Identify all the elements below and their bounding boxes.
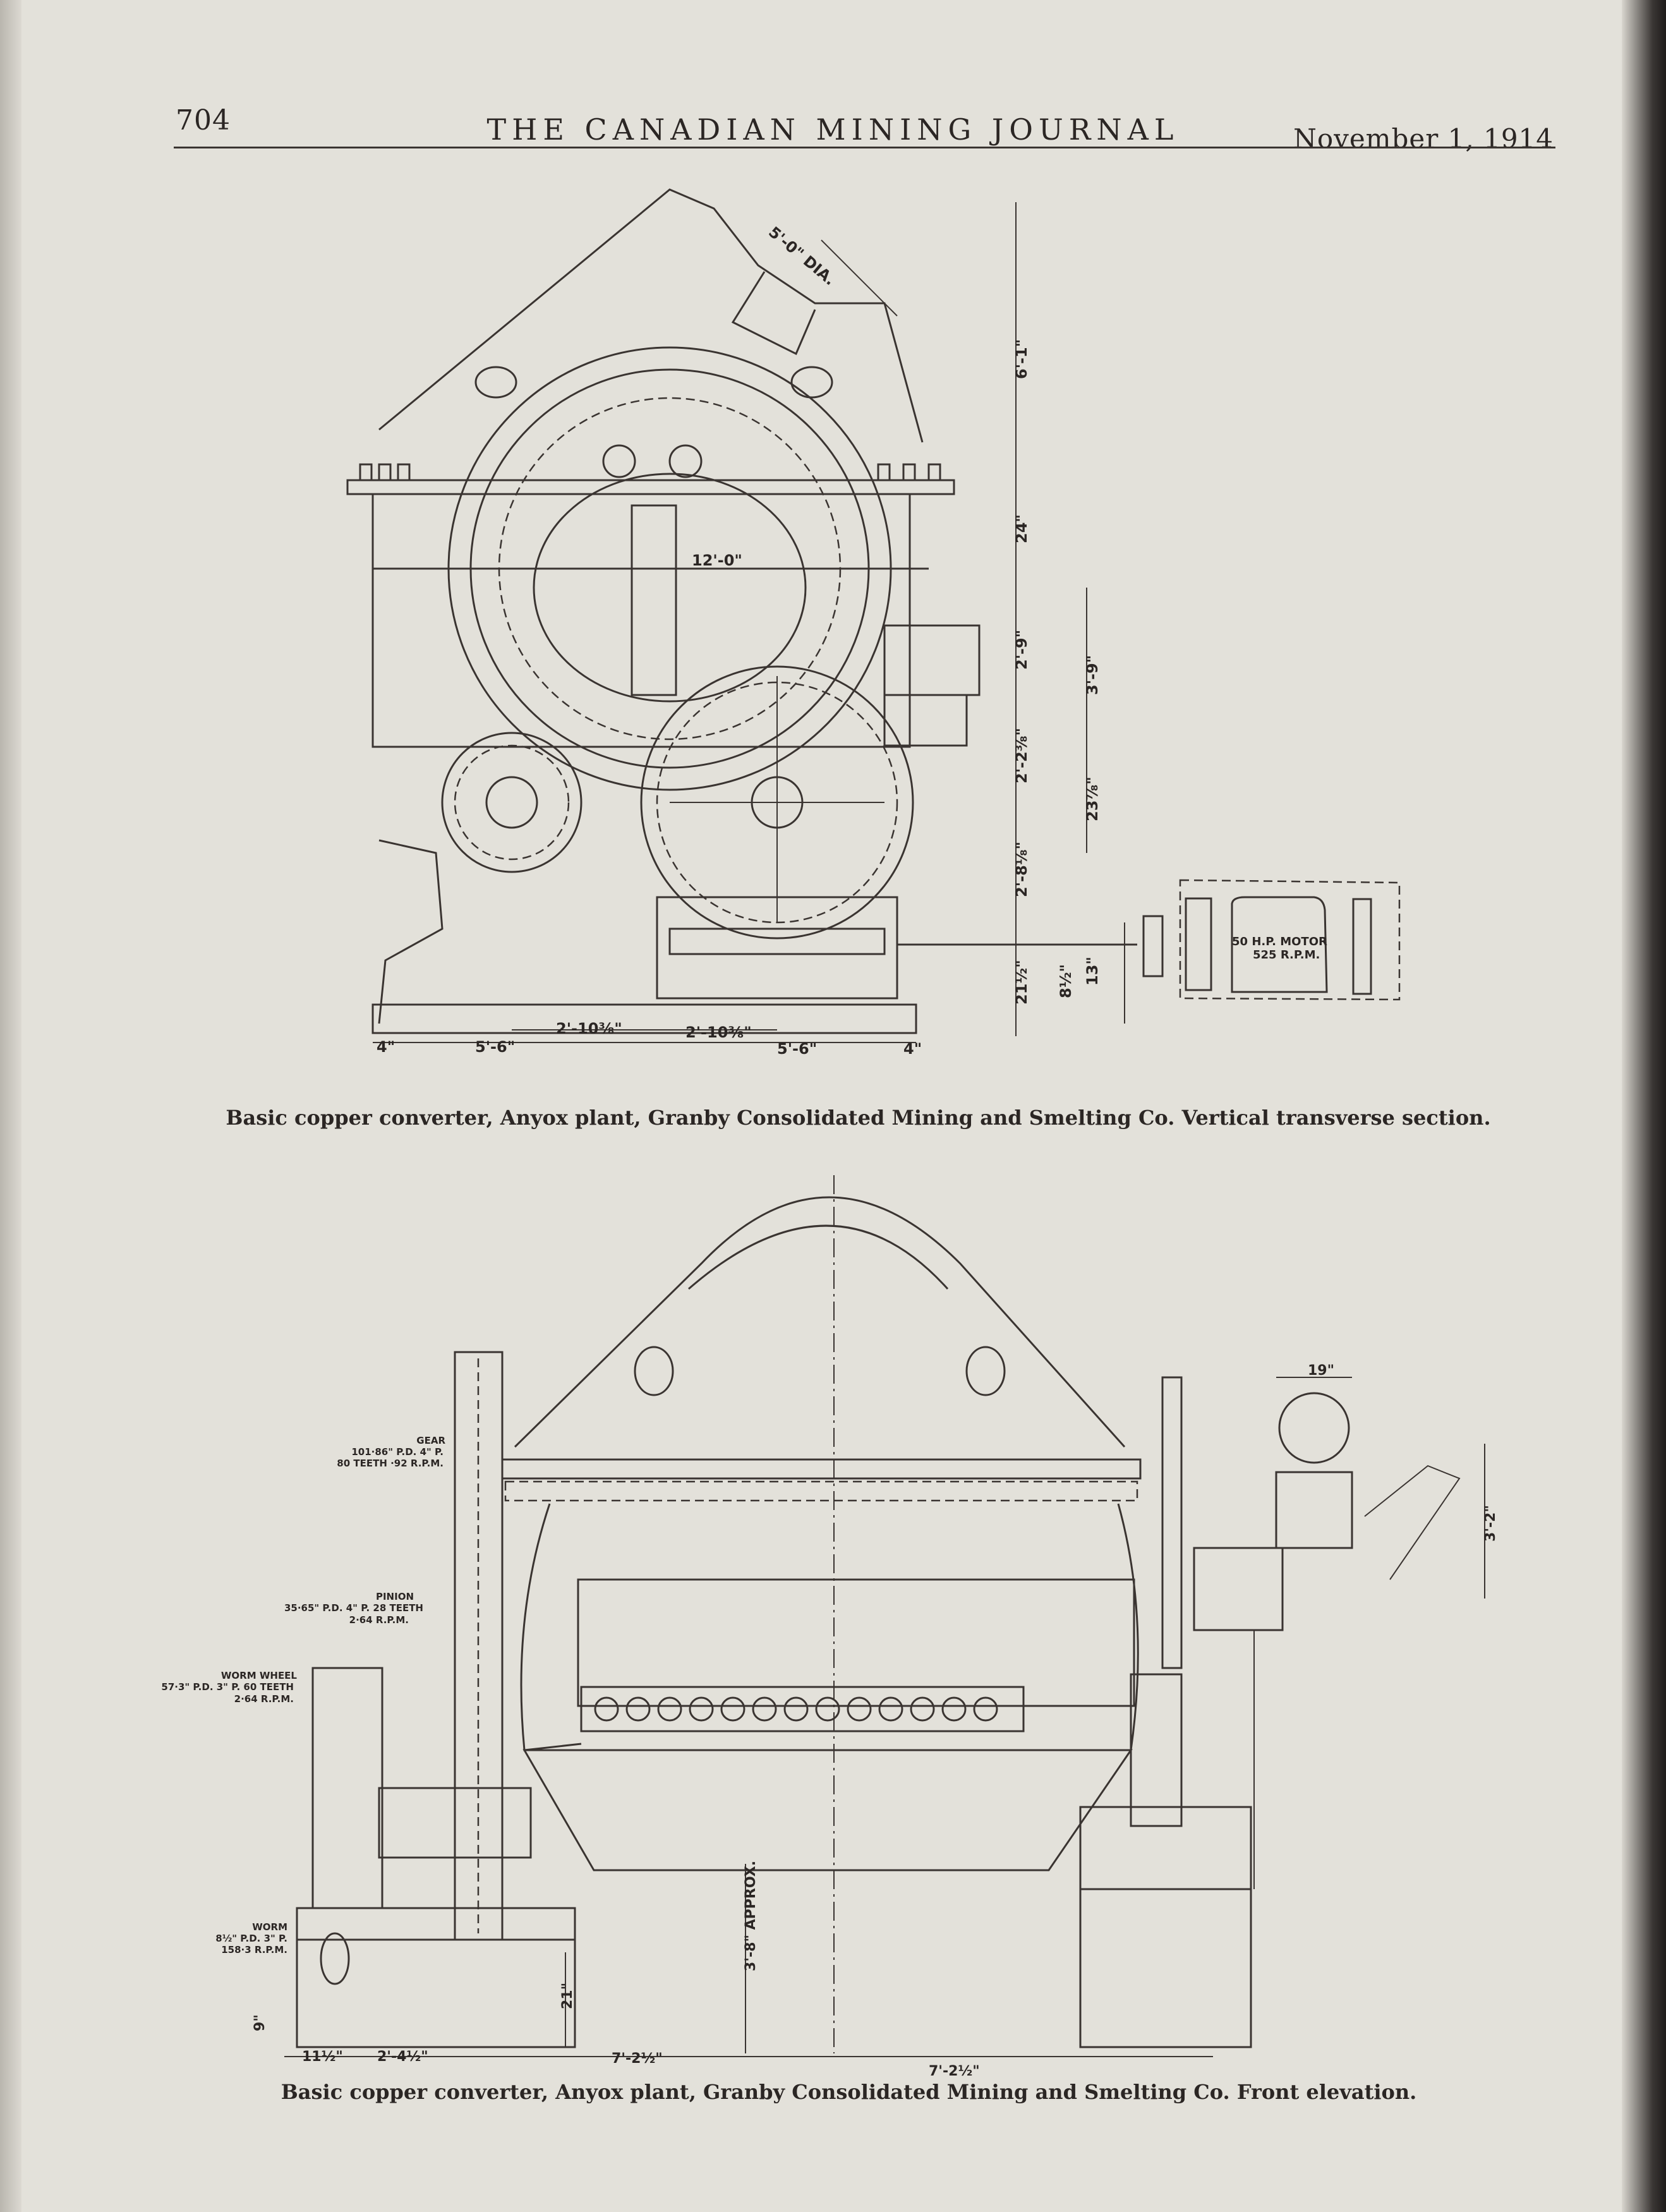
figure-caption-front-elevation: Basic copper converter, Anyox plant, Gra… <box>281 2080 1417 2104</box>
pedestal-right <box>1079 1888 1252 2048</box>
worm-shaft <box>668 928 886 955</box>
hood-outline <box>514 1196 1126 1448</box>
worm-wheel <box>311 1667 383 1909</box>
dim-label: 5'-6" <box>777 1040 817 1058</box>
worm-spec: 8½" P.D. 3" P. <box>215 1933 287 1944</box>
tuyere-box <box>577 1578 1135 1707</box>
pedestal-left <box>296 1938 576 2048</box>
pinion-spec: 35·65" P.D. 4" P. 28 TEETH <box>284 1602 423 1614</box>
gear-spec: 101·86" P.D. 4" P. <box>351 1446 444 1458</box>
worm <box>320 1932 350 1985</box>
flange <box>501 1458 1142 1480</box>
dim-label: 21" <box>560 1983 576 2009</box>
dim-label: 2'-4½" <box>377 2049 428 2065</box>
lifting-lug <box>474 366 517 399</box>
dim-label: 4" <box>377 1038 395 1056</box>
hood-outline <box>378 188 924 443</box>
dim-label: 5'-6" <box>475 1038 515 1056</box>
dim-label: 23⅞" <box>1084 777 1101 821</box>
air-valve <box>1278 1392 1350 1464</box>
pinion-spec: 2·64 R.P.M. <box>349 1614 409 1626</box>
tuyere-row <box>580 1686 1025 1732</box>
pinion <box>441 732 582 873</box>
header-rule <box>174 147 1555 148</box>
dim-label: 13" <box>1084 957 1101 986</box>
dim-label: 21½" <box>1013 960 1030 1005</box>
worm-label: WORM <box>252 1921 287 1933</box>
transverse-section-drawing: 50 H.P. MOTOR 525 R.P.M. 5'-0" DIA. 6'-1… <box>346 188 1401 1058</box>
motor-label: 50 H.P. MOTOR <box>1232 935 1327 948</box>
worm-wheel-spec: 57·3" P.D. 3" P. 60 TEETH <box>161 1681 294 1693</box>
gear-label: GEAR <box>416 1435 445 1446</box>
dim-label: 2'-10⅜" <box>685 1024 752 1041</box>
dim-label: 12'-0" <box>692 552 742 569</box>
dim-label: 2'-10⅜" <box>556 1020 622 1037</box>
figure-caption-transverse: Basic copper converter, Anyox plant, Gra… <box>226 1106 1491 1130</box>
front-elevation-drawing: GEAR 101·86" P.D. 4" P. 80 TEETH ·92 R.P… <box>161 1175 1499 2079</box>
dim-label: 11½" <box>302 2049 343 2065</box>
flange-bolts <box>359 463 941 481</box>
dim-label: 6'-1" <box>1013 339 1030 379</box>
dim-label: 3'-2" <box>1483 1505 1499 1542</box>
dim-label: 7'-2½" <box>929 2064 980 2079</box>
shell-bottom <box>522 1749 1133 1871</box>
shell-body <box>371 493 911 748</box>
page-number: 704 <box>176 104 231 136</box>
dim-label: 3'-8" APPROX. <box>743 1861 759 1971</box>
tuyeres <box>594 1696 998 1722</box>
part-labels: GEAR 101·86" P.D. 4" P. 80 TEETH ·92 R.P… <box>161 1435 445 1955</box>
motor-speed-label: 525 R.P.M. <box>1253 948 1320 962</box>
motor: 50 H.P. MOTOR 525 R.P.M. <box>1179 879 1401 1001</box>
lifting-lug <box>634 1346 674 1396</box>
pinion-label: PINION <box>376 1591 414 1602</box>
binding-shadow <box>1622 0 1666 2212</box>
dimension-labels: 19" 3'-2" 3'-8" APPROX. 21" 9" 11½" 2'-4… <box>252 1363 1499 2079</box>
dim-label: 2'-9" <box>1013 630 1030 670</box>
dim-label: 7'-2½" <box>612 2051 663 2067</box>
dim-label: 2'-2⅜" <box>1013 728 1030 783</box>
dim-label: 8½" <box>1057 964 1075 998</box>
dim-label: 2'-8⅛" <box>1013 842 1030 897</box>
dim-mouth: 5'-0" DIA. <box>765 223 838 289</box>
flange <box>346 479 955 495</box>
lifting-lug <box>790 366 833 399</box>
issue-date: November 1, 1914 <box>1293 123 1554 154</box>
journal-title: THE CANADIAN MINING JOURNAL <box>486 112 1180 147</box>
page-edge-left <box>0 0 21 2212</box>
worm-wheel-label: WORM WHEEL <box>221 1670 298 1681</box>
worm-wheel-spec: 2·64 R.P.M. <box>234 1693 294 1705</box>
dim-label: 9" <box>252 2014 268 2031</box>
dim-label: 24" <box>1013 514 1030 543</box>
gear-spec: 80 TEETH ·92 R.P.M. <box>337 1458 444 1469</box>
dim-label: 3'-9" <box>1084 655 1101 695</box>
dim-label: 19" <box>1308 1363 1334 1379</box>
bull-gear <box>640 665 914 940</box>
lifting-lug <box>965 1346 1006 1396</box>
dim-label: 4" <box>903 1040 922 1058</box>
worm-spec: 158·3 R.P.M. <box>221 1944 287 1955</box>
base-plate <box>371 1003 917 1034</box>
